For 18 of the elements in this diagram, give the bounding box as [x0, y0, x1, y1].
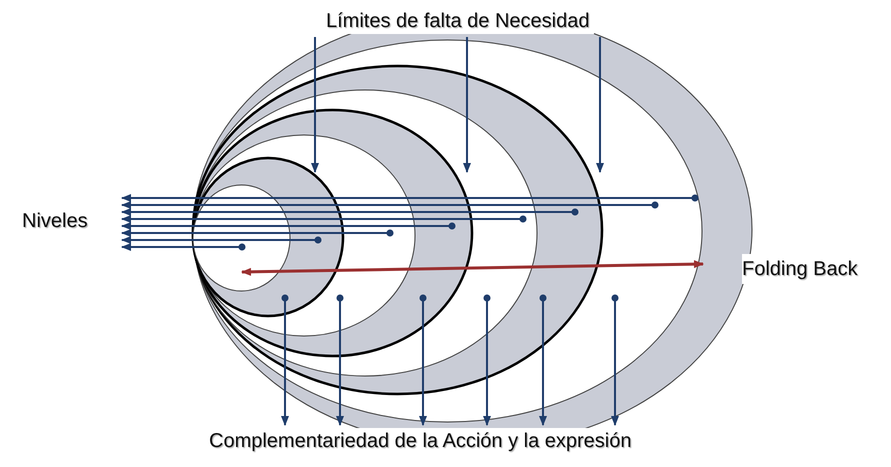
arrow [121, 222, 456, 230]
arrow [336, 294, 344, 426]
text-label: Folding Back [742, 254, 858, 284]
arrow [539, 294, 547, 426]
arrow [121, 194, 698, 202]
arrow [611, 294, 619, 426]
text-label: Niveles [22, 208, 122, 234]
arrow [596, 37, 604, 173]
arrow [121, 201, 658, 209]
arrow [483, 294, 491, 426]
arrow [419, 294, 427, 426]
arrow [281, 294, 289, 426]
arrow [121, 236, 322, 244]
arrow [121, 208, 578, 216]
arrow [121, 229, 394, 237]
arrow [121, 243, 246, 251]
arrow [463, 37, 471, 173]
arrow [121, 215, 526, 223]
